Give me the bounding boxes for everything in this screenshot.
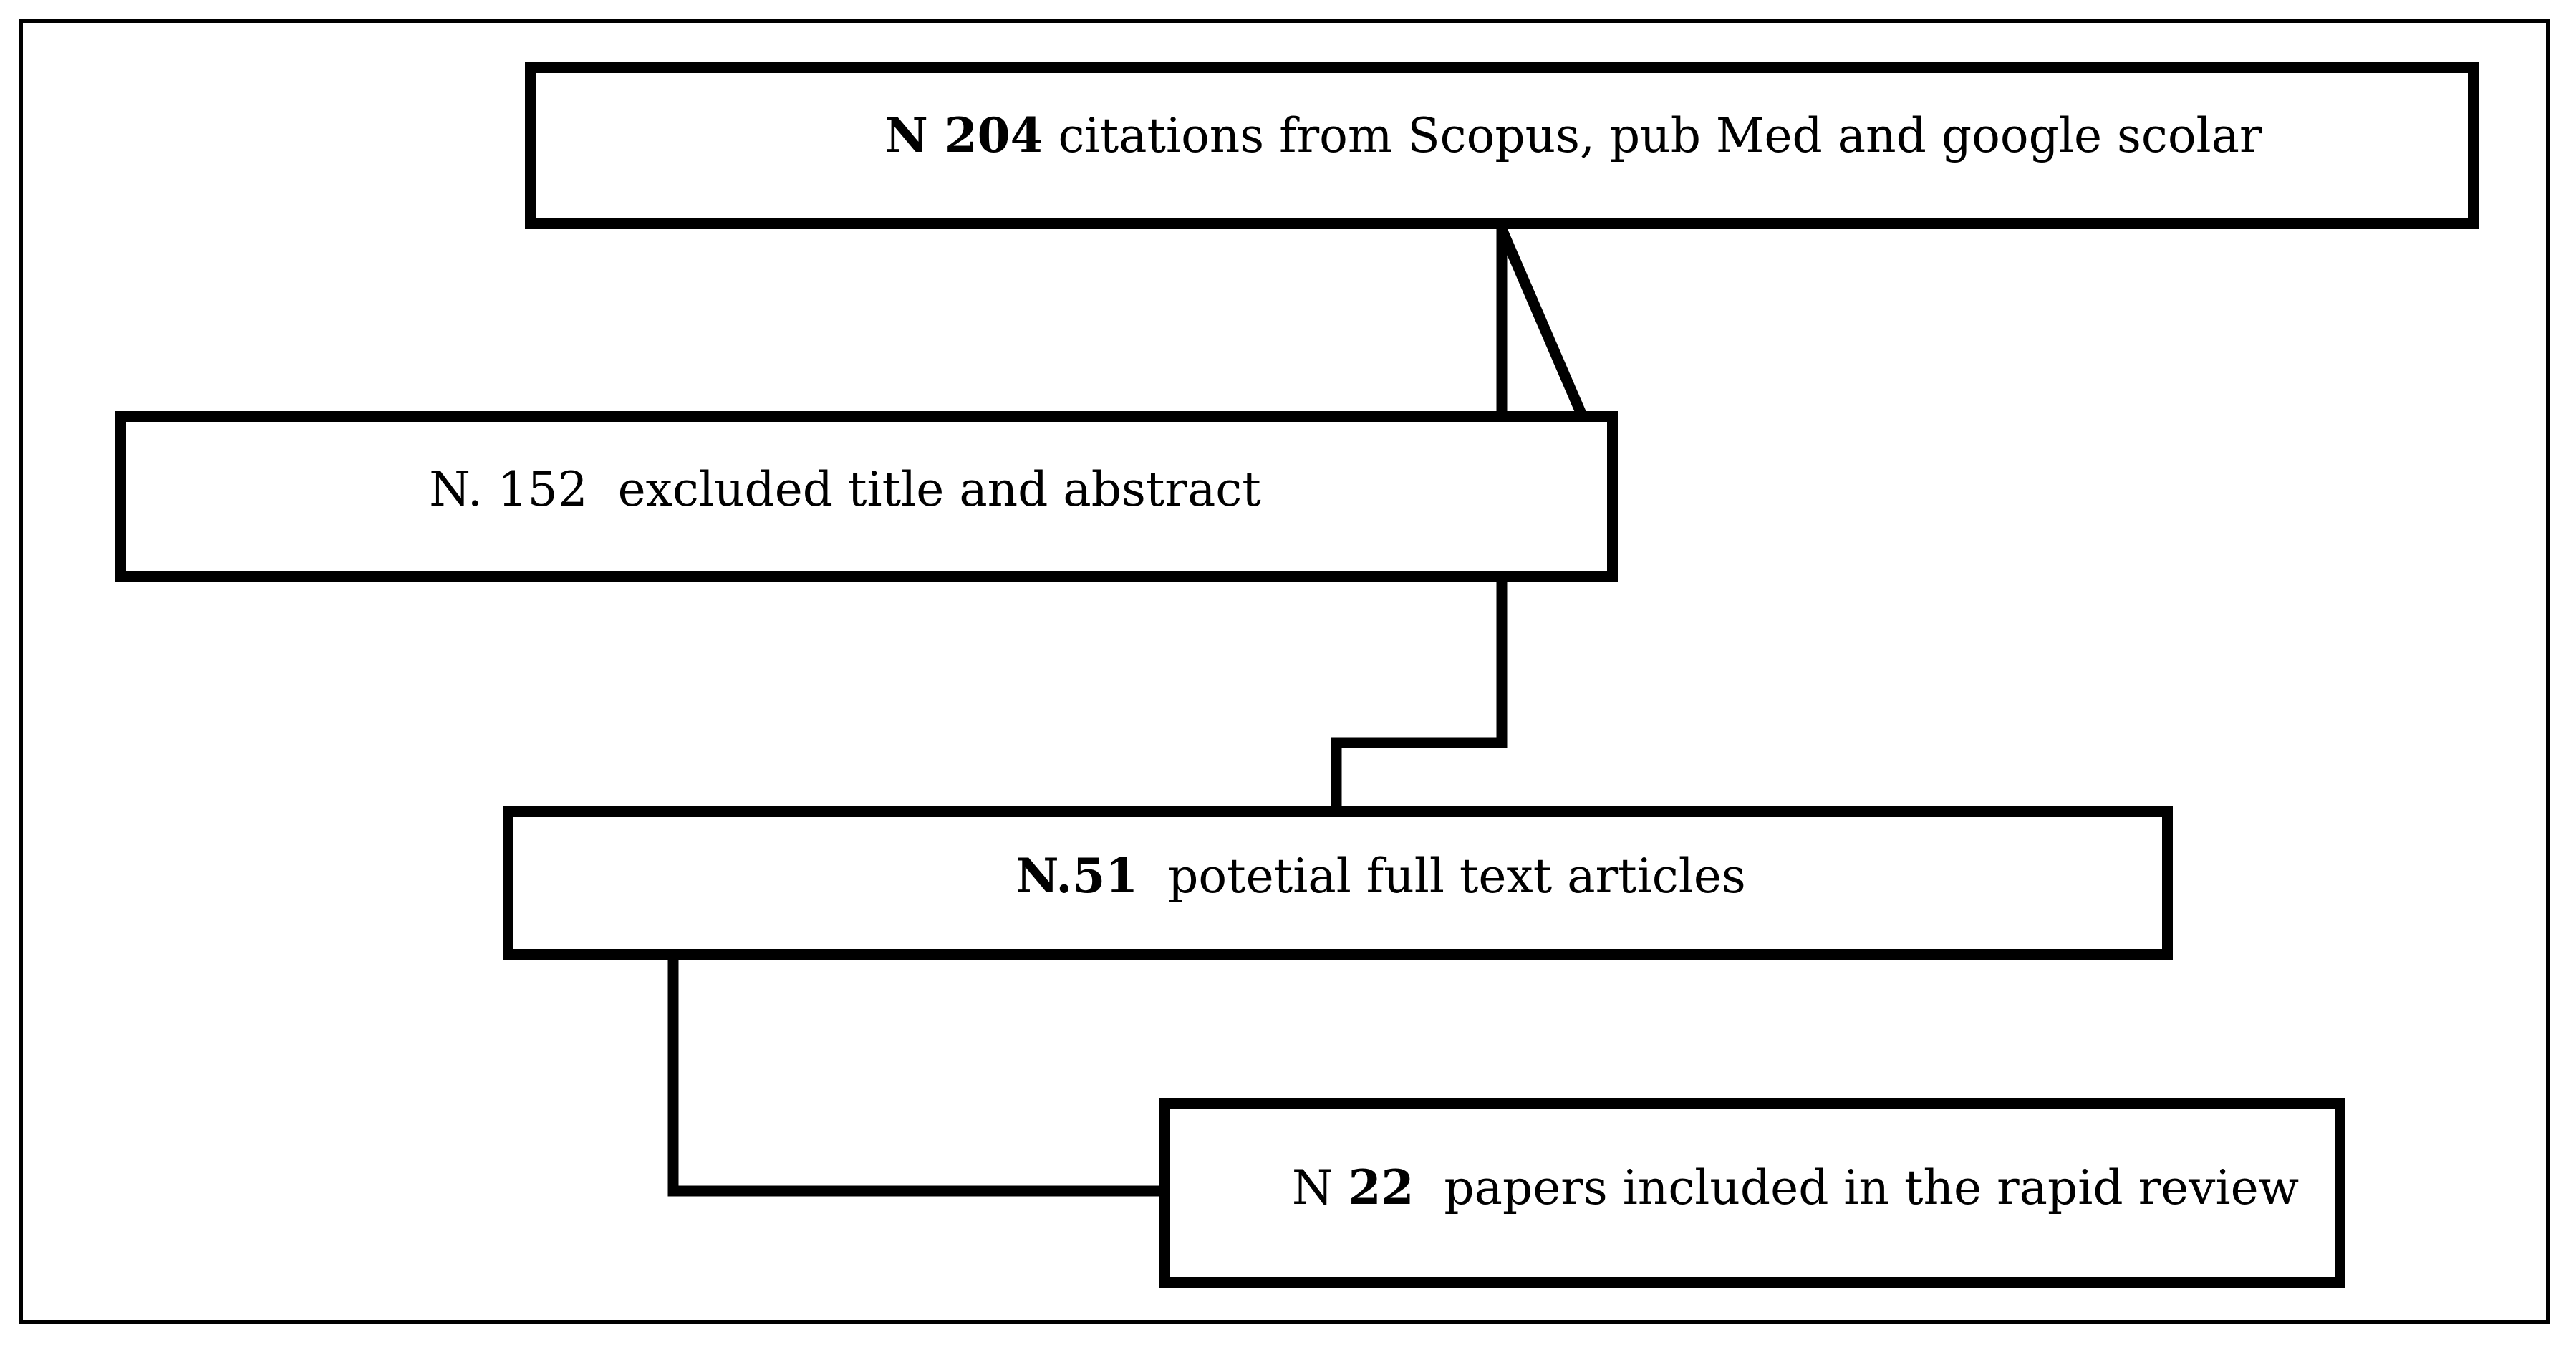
box-included-count: 22: [1348, 1159, 1414, 1215]
box-full-text-text: N.51 potetial full text articles: [1016, 848, 1746, 904]
box-included-text: N 22 papers included in the rapid review: [1292, 1159, 2299, 1215]
box-full-text: N.51 potetial full text articles: [503, 806, 2173, 960]
connector-3-elbow: [667, 960, 1159, 1197]
connector-1-diagonal: [1497, 227, 1587, 418]
box-full-text-count: N.51: [1016, 848, 1139, 904]
box-excluded: N. 152 excluded title and abstract: [115, 411, 1618, 582]
box-full-text-label: potetial full text articles: [1138, 849, 1746, 904]
box-citations-label: citations from Scopus, pub Med and googl…: [1043, 107, 2262, 163]
connector-2-step: [1331, 582, 1508, 806]
box-citations: N 204 citations from Scopus, pub Med and…: [525, 62, 2479, 229]
box-included-prefix: N: [1291, 1160, 1349, 1215]
box-citations-text: N 204 citations from Scopus, pub Med and…: [884, 107, 2262, 163]
box-citations-count: N 204: [884, 107, 1043, 163]
box-included: N 22 papers included in the rapid review: [1159, 1098, 2345, 1288]
box-excluded-label: N. 152 excluded title and abstract: [429, 461, 1261, 517]
box-included-label: papers included in the rapid review: [1414, 1160, 2300, 1215]
outer-frame: [19, 19, 2550, 1324]
box-excluded-text: N. 152 excluded title and abstract: [429, 462, 1261, 517]
